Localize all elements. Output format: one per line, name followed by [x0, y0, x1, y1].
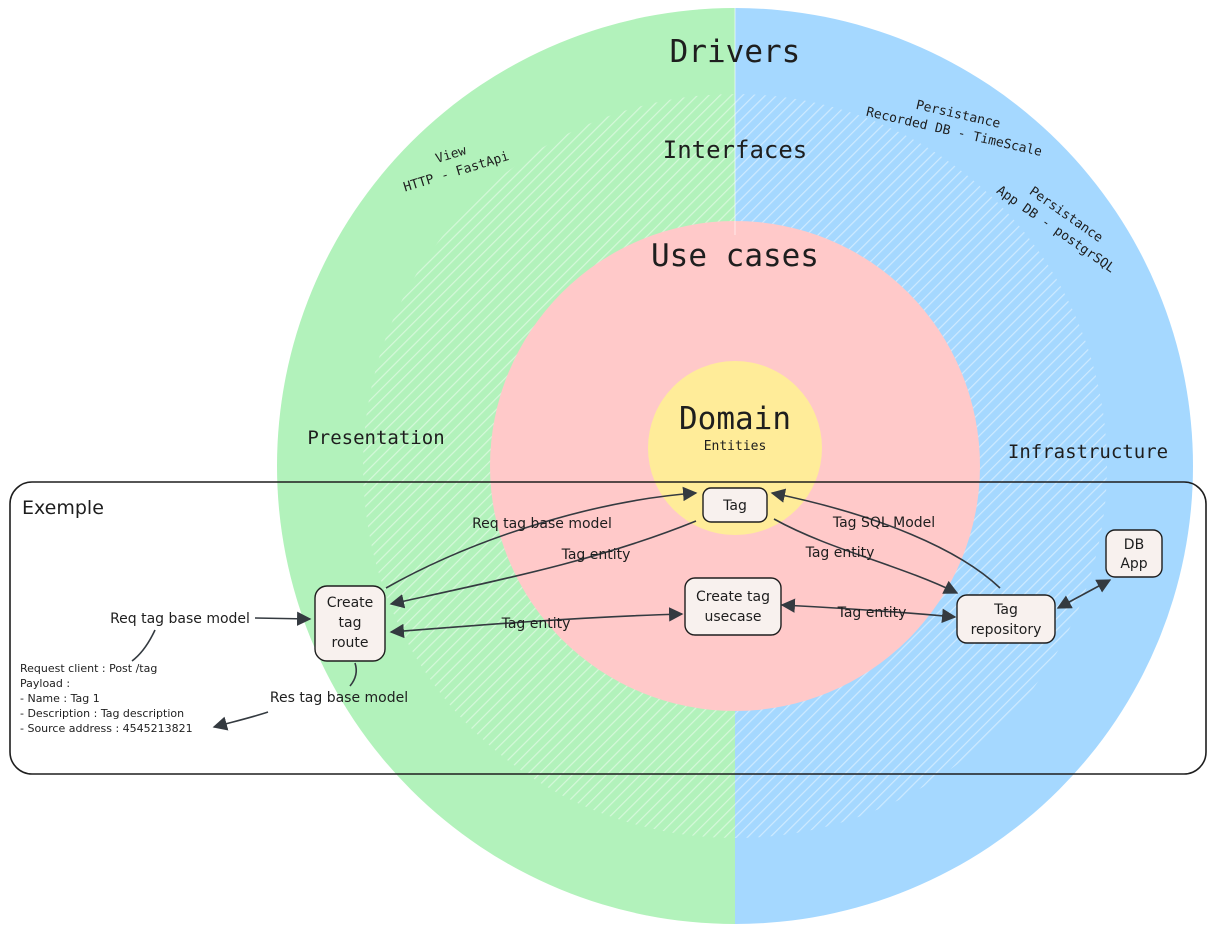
route-label-line: Create [327, 595, 374, 611]
route-label-line: tag [339, 615, 362, 631]
connector-request-note [131, 629, 156, 662]
route-label-line: route [332, 635, 369, 651]
create-tag-route-node[interactable]: Create tag route [314, 585, 386, 662]
db-label-line: DB [1124, 537, 1144, 553]
domain-label: Domain [679, 401, 791, 437]
db-app-node[interactable]: DB App [1105, 529, 1163, 578]
arrows [131, 486, 1112, 731]
create-tag-usecase-node[interactable]: Create tag usecase [684, 577, 782, 636]
infrastructure-label: Infrastructure [1008, 441, 1168, 463]
edge-label-tag-entity-usecase-repo: Tag entity [837, 605, 907, 621]
usecase-label-line: Create tag [696, 589, 770, 605]
arrow-req-tag-base-model-to-tag [385, 486, 698, 589]
entities-label: Entities [704, 439, 767, 454]
repository-label-line: repository [971, 622, 1042, 638]
request-line: Request client : Post /tag [20, 662, 157, 675]
arrow-usecase-repository [780, 598, 957, 623]
repository-label-line: Tag [993, 602, 1018, 618]
arrow-tag-entity-to-route [389, 520, 697, 609]
use-cases-label: Use cases [651, 238, 819, 274]
interfaces-label: Interfaces [663, 136, 808, 164]
tag-node-label: Tag [722, 498, 747, 514]
request-note: Request client : Post /tag Payload : - N… [20, 662, 193, 735]
edge-label-res-tag-base-model: Res tag base model [270, 690, 408, 706]
edge-label-tag-sql-model: Tag SQL Model [832, 515, 935, 531]
request-line: - Name : Tag 1 [20, 692, 100, 705]
connector-route-response [349, 662, 357, 687]
request-line: Payload : [20, 677, 70, 690]
example-title: Exemple [22, 497, 104, 519]
example-frame [9, 481, 1207, 775]
usecase-label-line: usecase [705, 609, 762, 625]
edge-label-tag-entity-route-usecase: Tag entity [501, 616, 571, 632]
edge-label-tag-entity-right: Tag entity [805, 545, 875, 561]
drivers-label: Drivers [670, 34, 801, 70]
arrow-tag-sql-model-to-tag [770, 488, 1001, 589]
arrow-repository-db [1056, 579, 1112, 609]
arrow-req-into-route [254, 611, 312, 626]
arrow-response-out [212, 711, 269, 731]
request-line: - Source address : 4545213821 [20, 722, 193, 735]
tag-repository-node[interactable]: Tag repository [956, 594, 1056, 644]
edge-label-req-tag-base-model-in: Req tag base model [110, 611, 250, 627]
presentation-label: Presentation [307, 427, 444, 449]
edge-label-req-tag-base-model: Req tag base model [472, 516, 612, 532]
edge-label-tag-entity-left: Tag entity [561, 547, 631, 563]
arrow-route-usecase [389, 607, 684, 639]
db-label-line: App [1120, 556, 1147, 572]
tag-node[interactable]: Tag [702, 487, 768, 523]
arrow-tag-entity-to-repository [773, 518, 959, 594]
request-line: - Description : Tag description [20, 707, 184, 720]
